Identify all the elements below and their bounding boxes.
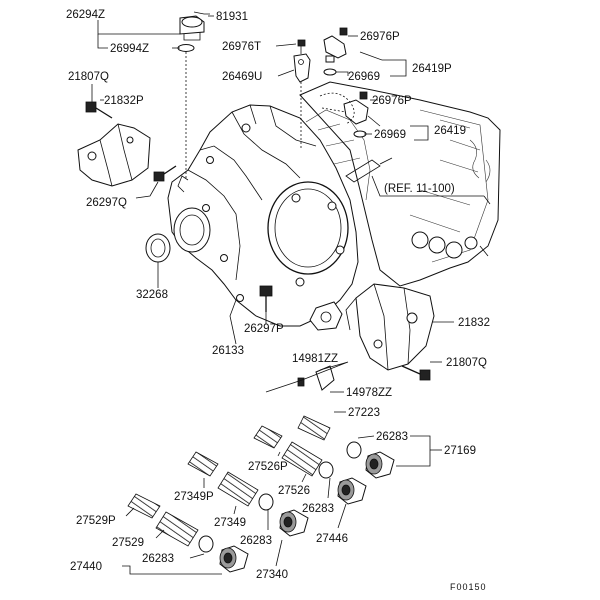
part-26297Q-bolt bbox=[153, 165, 177, 182]
label-27223: 27223 bbox=[348, 407, 380, 419]
part-32268-oil-seal bbox=[145, 233, 171, 263]
label-26969-a: 26969 bbox=[348, 71, 380, 83]
label-26469U: 26469U bbox=[222, 71, 262, 83]
part-26976T-bolt bbox=[297, 39, 306, 54]
label-26976T: 26976T bbox=[222, 41, 261, 53]
part-26976P-sensor-a bbox=[323, 27, 348, 63]
label-27169: 27169 bbox=[444, 445, 476, 457]
label-26976P-a: 26976P bbox=[360, 31, 400, 43]
part-26283-oring-d bbox=[198, 535, 214, 553]
label-26419P: 26419P bbox=[412, 63, 452, 75]
label-21832P: 21832P bbox=[104, 95, 144, 107]
engine-block-reference bbox=[299, 81, 501, 287]
label-26969-b: 26969 bbox=[374, 129, 406, 141]
part-27340-piston bbox=[279, 509, 309, 537]
part-26469U-bracket bbox=[293, 53, 311, 150]
label-26283-b: 26283 bbox=[302, 503, 334, 515]
figure-code: F00150 bbox=[450, 582, 487, 592]
part-26994Z-oring bbox=[177, 44, 195, 52]
part-81931-plug bbox=[179, 15, 205, 41]
label-21832: 21832 bbox=[458, 317, 490, 329]
label-81931: 81931 bbox=[216, 11, 248, 23]
part-14981ZZ-bolt bbox=[297, 377, 305, 387]
label-26297P: 26297P bbox=[244, 323, 284, 335]
label-26419: 26419 bbox=[434, 125, 466, 137]
label-27349P: 27349P bbox=[174, 491, 214, 503]
label-21807Q-a: 21807Q bbox=[68, 71, 109, 83]
part-27529P-spring bbox=[127, 493, 161, 519]
part-27446-piston bbox=[337, 477, 367, 505]
part-21807Q-bolt-b bbox=[401, 365, 431, 381]
label-27440: 27440 bbox=[70, 561, 102, 573]
part-labels: 26294Z 81931 26994Z 26976T 26976P 26469U… bbox=[66, 9, 490, 592]
label-26994Z: 26994Z bbox=[110, 43, 149, 55]
part-27223-spring bbox=[297, 415, 331, 441]
label-ref: (REF. 11-100) bbox=[384, 183, 455, 195]
label-26283-c: 26283 bbox=[240, 535, 272, 547]
label-26133: 26133 bbox=[212, 345, 244, 357]
label-26283-d: 26283 bbox=[142, 553, 174, 565]
label-27340: 27340 bbox=[256, 569, 288, 581]
label-27529: 27529 bbox=[112, 537, 144, 549]
part-27169-piston bbox=[365, 451, 395, 479]
part-27440-piston bbox=[219, 545, 249, 573]
label-27349: 27349 bbox=[214, 517, 246, 529]
part-27526P-spring bbox=[253, 425, 283, 449]
label-14981ZZ: 14981ZZ bbox=[292, 353, 338, 365]
label-26283-a: 26283 bbox=[376, 431, 408, 443]
transaxle-case bbox=[167, 104, 371, 331]
part-21832P-bracket bbox=[77, 123, 151, 187]
label-26297Q: 26297Q bbox=[86, 197, 127, 209]
part-26976P-sensor-b bbox=[343, 91, 369, 125]
part-27526-spring bbox=[281, 441, 323, 477]
part-21832-mount-bracket bbox=[345, 283, 435, 371]
leader-lines bbox=[91, 15, 491, 575]
part-21807Q-bolt-a bbox=[85, 101, 113, 119]
label-26294Z: 26294Z bbox=[66, 9, 105, 21]
label-27529P: 27529P bbox=[76, 515, 116, 527]
label-26976P-b: 26976P bbox=[372, 95, 412, 107]
part-26283-oring-a bbox=[346, 441, 362, 459]
part-26969-oring-a bbox=[323, 68, 337, 76]
part-26283-oring-c bbox=[258, 493, 274, 511]
part-27349P-spring bbox=[187, 451, 219, 477]
label-32268: 32268 bbox=[136, 289, 168, 301]
label-21807Q-b: 21807Q bbox=[446, 357, 487, 369]
part-26283-oring-b bbox=[318, 461, 334, 479]
part-14978ZZ-clip bbox=[315, 365, 335, 391]
label-14978ZZ: 14978ZZ bbox=[346, 387, 392, 399]
part-27349-spring bbox=[217, 471, 259, 507]
part-26297P-bolt bbox=[259, 285, 273, 312]
label-27446: 27446 bbox=[316, 533, 348, 545]
part-27529-spring bbox=[155, 511, 199, 547]
label-27526: 27526 bbox=[278, 485, 310, 497]
label-27526P: 27526P bbox=[248, 461, 288, 473]
